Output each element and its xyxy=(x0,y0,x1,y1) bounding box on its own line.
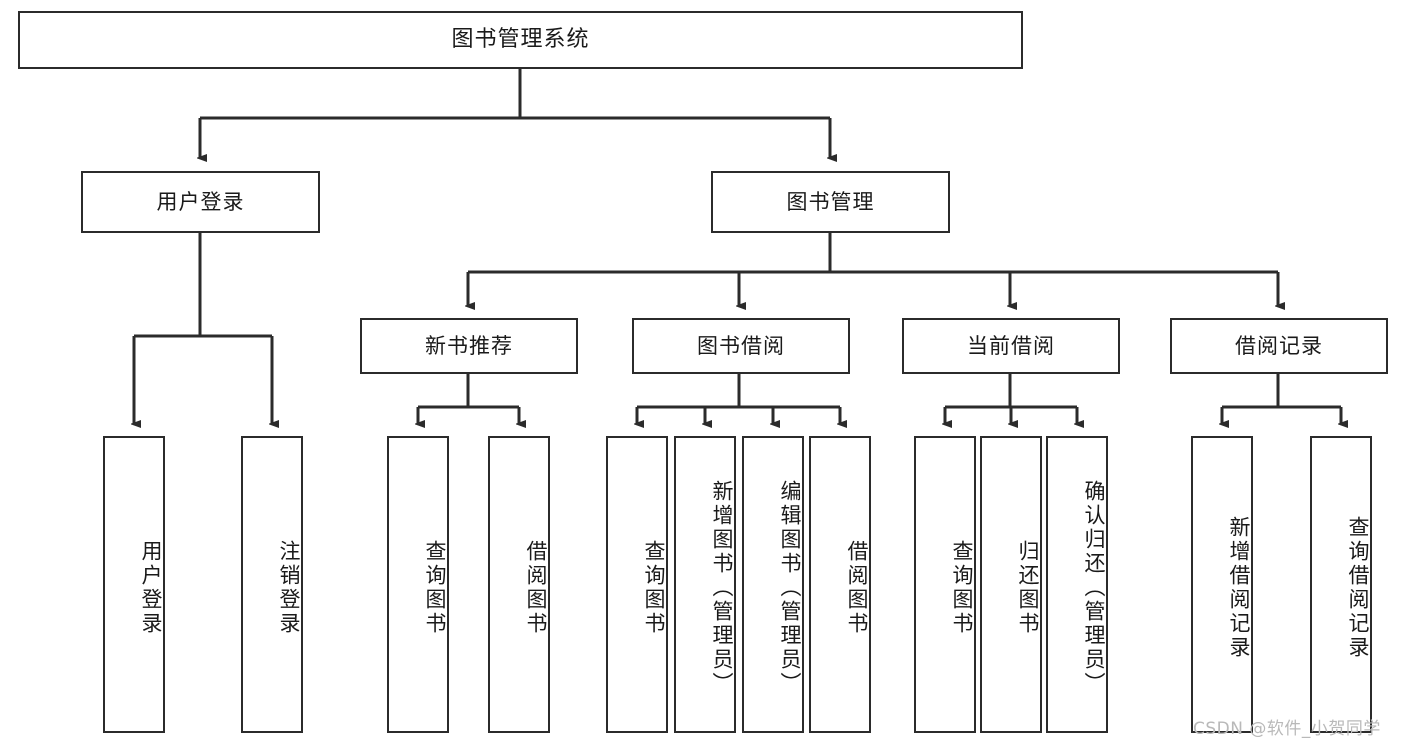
leaf-query-book-current[interactable]: 查询图书 xyxy=(914,436,976,733)
csdn-watermark: CSDN @软件_小贺同学 xyxy=(1193,719,1381,739)
leaf-user-login[interactable]: 用户登录 xyxy=(103,436,165,733)
node-label: 图书管理 xyxy=(786,189,875,214)
leaf-confirm-return-admin[interactable]: 确认归还（管理员） xyxy=(1046,436,1108,733)
node-label: 借阅图书 xyxy=(845,539,869,636)
node-label: 借阅图书 xyxy=(524,539,548,636)
leaf-edit-book-admin[interactable]: 编辑图书（管理员） xyxy=(742,436,804,733)
leaf-query-book-new[interactable]: 查询图书 xyxy=(387,436,449,733)
node-label: 图书管理系统 xyxy=(451,27,590,53)
leaf-query-book[interactable]: 查询图书 xyxy=(606,436,668,733)
node-label: 查询借阅记录 xyxy=(1346,515,1370,660)
node-label: 注销登录 xyxy=(277,539,301,636)
node-user-login[interactable]: 用户登录 xyxy=(81,171,320,233)
node-label: 图书借阅 xyxy=(697,333,785,358)
node-label: 确认归还（管理员） xyxy=(1082,479,1106,696)
node-label: 当前借阅 xyxy=(967,333,1055,358)
node-label: 查询图书 xyxy=(642,539,666,636)
leaf-add-book-admin[interactable]: 新增图书（管理员） xyxy=(674,436,736,733)
node-current-borrow[interactable]: 当前借阅 xyxy=(902,318,1120,374)
node-label: 新增借阅记录 xyxy=(1227,515,1251,660)
node-label: 查询图书 xyxy=(423,539,447,636)
node-label: 用户登录 xyxy=(156,189,245,214)
node-book-borrow[interactable]: 图书借阅 xyxy=(632,318,850,374)
node-new-book-recommend[interactable]: 新书推荐 xyxy=(360,318,578,374)
node-label: 新增图书（管理员） xyxy=(710,479,734,696)
leaf-add-borrow-record[interactable]: 新增借阅记录 xyxy=(1191,436,1253,733)
node-book-management[interactable]: 图书管理 xyxy=(711,171,950,233)
node-label: 查询图书 xyxy=(950,539,974,636)
node-borrow-record[interactable]: 借阅记录 xyxy=(1170,318,1388,374)
node-label: 归还图书 xyxy=(1016,539,1040,636)
node-root-system[interactable]: 图书管理系统 xyxy=(18,11,1023,69)
node-label: 用户登录 xyxy=(139,539,163,636)
leaf-borrow-book[interactable]: 借阅图书 xyxy=(809,436,871,733)
leaf-logout[interactable]: 注销登录 xyxy=(241,436,303,733)
leaf-return-book[interactable]: 归还图书 xyxy=(980,436,1042,733)
node-label: 新书推荐 xyxy=(425,333,513,358)
leaf-borrow-book-new[interactable]: 借阅图书 xyxy=(488,436,550,733)
leaf-query-borrow-record[interactable]: 查询借阅记录 xyxy=(1310,436,1372,733)
node-label: 编辑图书（管理员） xyxy=(778,479,802,696)
node-label: 借阅记录 xyxy=(1235,333,1323,358)
